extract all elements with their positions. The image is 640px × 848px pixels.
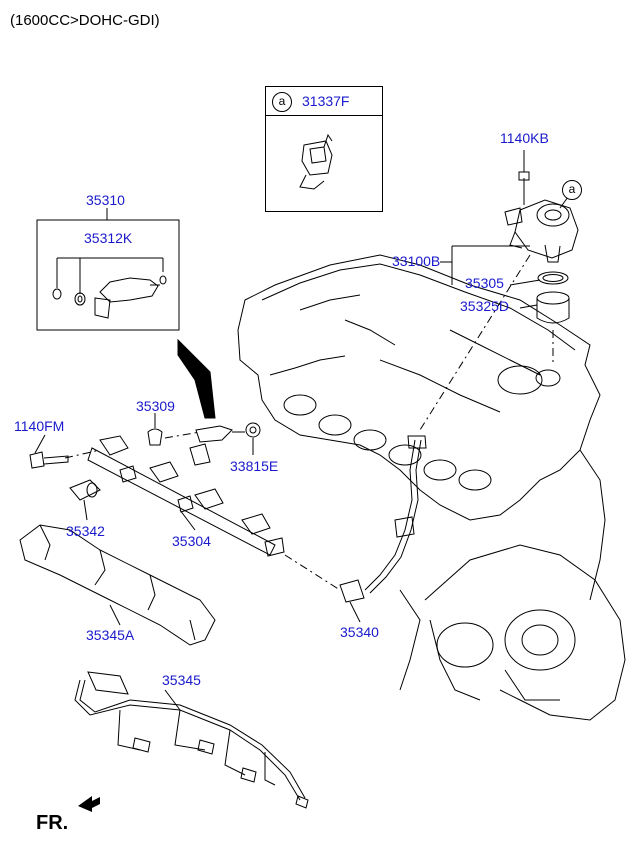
label-33100B: 33100B [392, 253, 441, 269]
leader-lines [34, 150, 569, 711]
wiring-harness [74, 671, 309, 809]
arrow-icon [78, 796, 100, 812]
label-1140FM: 1140FM [14, 418, 65, 434]
injector-kit [52, 275, 167, 319]
inset-box: a 31337F [265, 86, 383, 212]
label-35325D: 35325D [460, 298, 510, 314]
label-35345A: 35345A [86, 627, 135, 643]
engine-block [237, 254, 626, 721]
label-35342: 35342 [66, 523, 105, 539]
label-35312K: 35312K [84, 230, 133, 246]
fuel-rail [87, 435, 285, 557]
pump-bushing [536, 291, 570, 324]
connector-clip-drawing [299, 133, 333, 190]
label-35304: 35304 [172, 533, 211, 549]
label-35340: 35340 [340, 624, 379, 640]
clip [147, 428, 163, 446]
label-35309: 35309 [136, 398, 175, 414]
rail-protector [19, 524, 216, 646]
injector [189, 425, 245, 466]
fuel-pump [504, 171, 579, 263]
seal-washer [245, 422, 261, 438]
bolt [29, 451, 69, 469]
inset-ref-letter: a [272, 92, 292, 112]
diagram-title: (1600CC>DOHC-GDI) [10, 12, 160, 29]
direction-label: FR. [36, 812, 69, 834]
label-33815E: 33815E [230, 458, 279, 474]
pressure-sensor [69, 479, 101, 501]
pump-ref-letter: a [562, 180, 582, 200]
o-ring [537, 271, 569, 285]
label-1140KB: 1140KB [500, 130, 549, 146]
label-35310: 35310 [86, 192, 125, 208]
label-35345: 35345 [162, 672, 201, 688]
injector-kit-box [36, 219, 180, 331]
pointer-arrow-icon [177, 338, 216, 419]
label-31337F: 31337F [302, 93, 350, 109]
fuel-pipe [339, 435, 427, 603]
label-35305: 35305 [465, 275, 504, 291]
